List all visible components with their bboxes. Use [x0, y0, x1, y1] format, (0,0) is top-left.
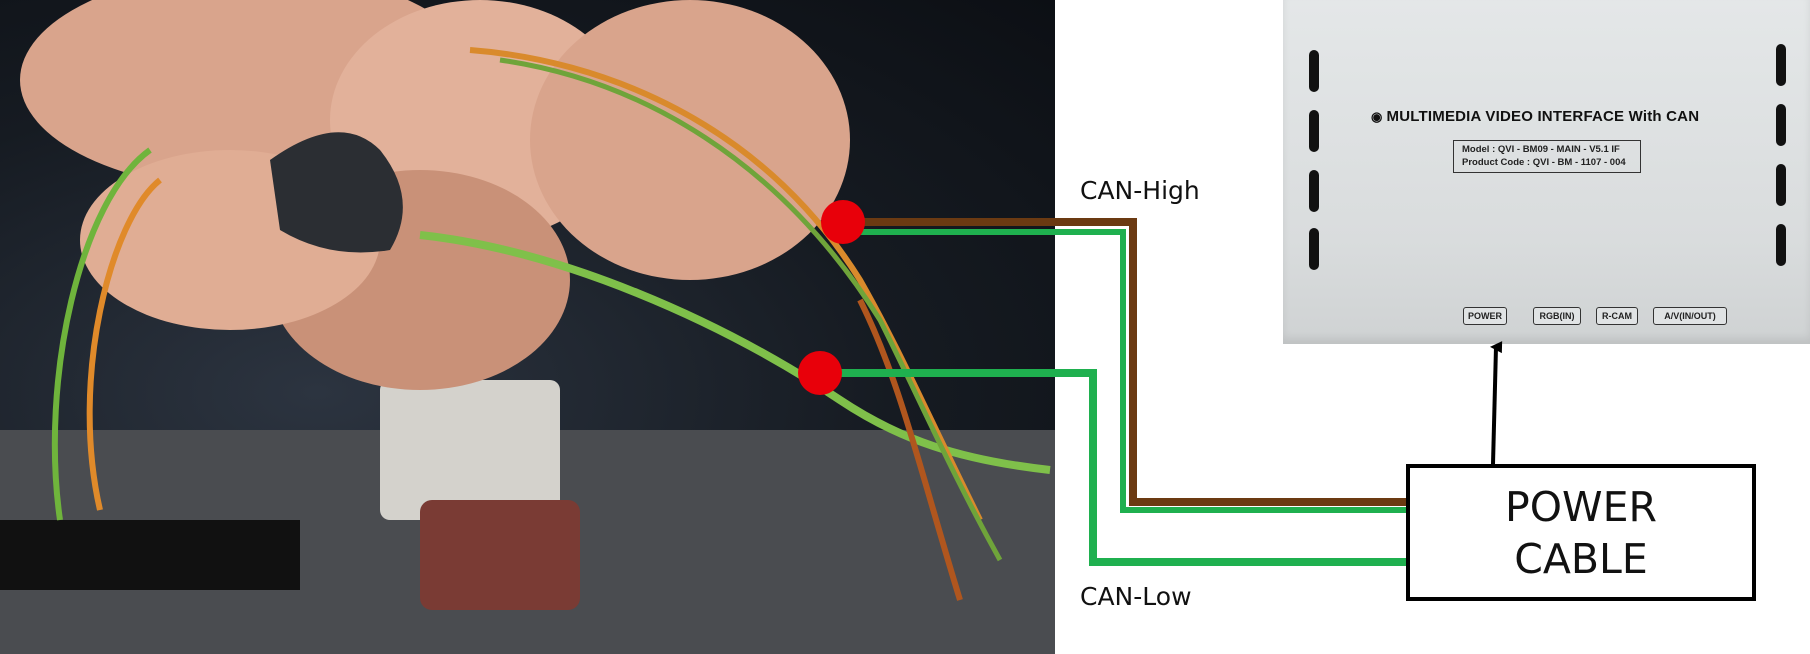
- port-rgb-in: RGB(IN): [1533, 307, 1581, 325]
- vent-slot: [1309, 228, 1319, 270]
- vent-slot: [1776, 104, 1786, 146]
- dashboard-slot: [0, 520, 300, 590]
- device-title: ◉MULTIMEDIA VIDEO INTERFACE With CAN: [1371, 108, 1699, 125]
- vent-slot: [1309, 170, 1319, 212]
- electrical-tape: [270, 132, 403, 253]
- device-title-text: MULTIMEDIA VIDEO INTERFACE With CAN: [1386, 108, 1700, 125]
- vent-slot: [1309, 50, 1319, 92]
- green-wire-left: [51, 147, 152, 521]
- port-power: POWER: [1463, 307, 1507, 325]
- vent-slot: [1309, 110, 1319, 152]
- connector-block: [380, 380, 560, 520]
- port-r-cam: R-CAM: [1596, 307, 1638, 325]
- orange-wire-left: [86, 177, 162, 511]
- power-cable-line1: POWER: [1505, 482, 1657, 531]
- model-label: Model : QVI - BM09 - MAIN - V5.1 IF Prod…: [1453, 140, 1641, 173]
- bullet-icon: ◉: [1371, 109, 1383, 124]
- can-low-label: CAN-Low: [1080, 582, 1192, 611]
- power-cable-box: POWER CABLE: [1406, 464, 1756, 601]
- vent-slot: [1776, 164, 1786, 206]
- vent-slot: [1776, 44, 1786, 86]
- model-line: Model : QVI - BM09 - MAIN - V5.1 IF: [1462, 144, 1620, 155]
- arrow-to-power-port: [1490, 341, 1503, 465]
- vent-slot: [1776, 224, 1786, 266]
- red-connector: [420, 500, 580, 610]
- wire-photo-illustration: [0, 0, 1055, 654]
- finger-right: [530, 0, 850, 280]
- can-high-label: CAN-High: [1080, 176, 1200, 205]
- power-cable-line2: CABLE: [1514, 534, 1648, 583]
- wire-photo: [0, 0, 1055, 654]
- multimedia-interface-device: ◉MULTIMEDIA VIDEO INTERFACE With CAN Mod…: [1283, 0, 1810, 344]
- product-code-line: Product Code : QVI - BM - 1107 - 004: [1462, 157, 1626, 168]
- port-av-in-out: A/V(IN/OUT): [1653, 307, 1727, 325]
